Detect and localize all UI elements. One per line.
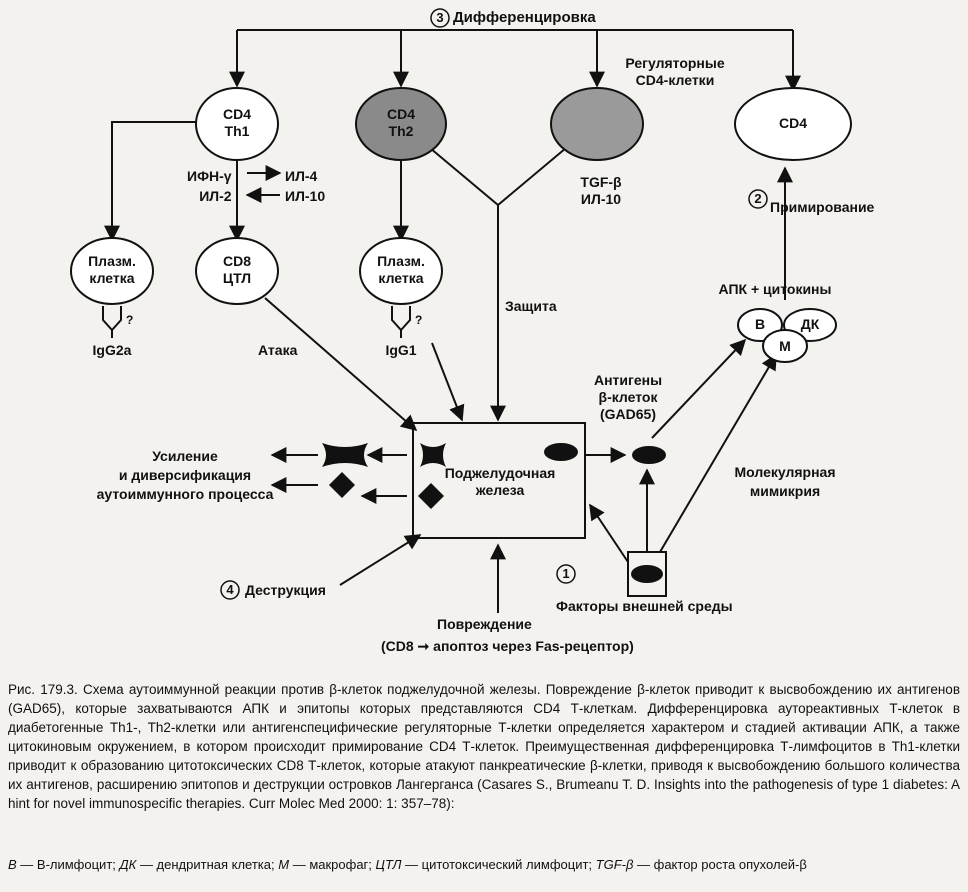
antigens-label: Антигены β-клеток (GAD65) (593, 372, 663, 422)
diff-number: 3 (436, 10, 444, 25)
dk-cell-label: ДК (800, 316, 820, 332)
damage-label: Повреждение (437, 616, 532, 632)
attack-label: Атака (258, 342, 298, 358)
mimicry-label: Молекулярная мимикрия (734, 464, 836, 499)
cross-shape-1 (322, 443, 368, 467)
b-cell-label: В (754, 316, 766, 332)
circle-2 (748, 189, 768, 209)
legend-m-def: — макрофаг; (289, 857, 376, 872)
m-cell (762, 329, 808, 363)
question-1: ? (126, 313, 134, 327)
arrow-env-pancreas (589, 503, 629, 563)
env-factors-label: Факторы внешней среды (556, 598, 733, 614)
cd4-reg-label: CD4 (778, 115, 808, 131)
antigen-in-pancreas (544, 443, 578, 461)
cd4-cell (734, 87, 852, 161)
legend-tgf-abbr: TGF-β (595, 857, 634, 872)
tgf-label: TGF-β ИЛ-10 (580, 174, 622, 207)
arrow-th1-plasma (104, 121, 200, 242)
diamond-shape-1 (329, 472, 355, 498)
diff-title: Дифференцировка (453, 9, 596, 26)
arrow-attack (264, 297, 418, 432)
amplification-label: Усиление и диверсификация аутоиммунного … (96, 448, 274, 502)
m-cell-label: М (779, 338, 791, 354)
plasma-cell-1 (70, 237, 154, 305)
diagram-canvas (70, 8, 852, 613)
destruction-label: Деструкция (245, 582, 326, 598)
cd4-th1-label: CD4 Th1 (222, 106, 252, 139)
cd4-th1-cell (195, 87, 279, 161)
cd4-th2-cell (355, 87, 447, 161)
abbreviation-legend: В — В-лимфоцит; ДК — дендритная клетка; … (8, 856, 960, 874)
damage-detail-label: (CD8 ➞ апоптоз через Fas-рецептор) (381, 638, 634, 654)
legend-dk-abbr: ДК (119, 857, 137, 872)
cytokines-th1-left: ИФН-γ ИЛ-2 (187, 168, 232, 204)
plasma-cell-2-label: Плазм. клетка (377, 253, 425, 286)
legend-ctl-abbr: ЦТЛ (375, 857, 402, 872)
legend-b-abbr: В (8, 857, 17, 872)
igg1-label: IgG1 (385, 342, 417, 358)
legend-b-def: — В-лимфоцит; (16, 857, 120, 872)
priming-label: Примирование (770, 199, 875, 215)
arrow-destruction (339, 534, 422, 586)
figure-caption: Рис. 179.3. Схема аутоиммунной реакции п… (8, 682, 960, 811)
cross-shape-2 (420, 443, 446, 467)
question-2: ? (415, 313, 423, 327)
pancreas-box (412, 422, 586, 539)
antibody-2 (391, 306, 411, 338)
regulatory-label: Регуляторные CD4-клетки (625, 55, 725, 88)
plasma-cell-1-label: Плазм. клетка (88, 253, 136, 286)
arrow-antigen-apc (651, 338, 747, 439)
plasma-cell-2 (359, 237, 443, 305)
diamond-shape-2 (418, 483, 444, 509)
legend-tgf-def: — фактор роста опухолей-β (633, 857, 807, 872)
legend-ctl-def: — цитотоксический лимфоцит; (401, 857, 596, 872)
arrow-igg1 (431, 342, 465, 422)
cd8-cell (195, 237, 279, 305)
env-number: 1 (562, 566, 570, 581)
cd8-label: CD8 ЦТЛ (222, 253, 252, 286)
fork-right (497, 147, 567, 206)
circle-4 (220, 580, 240, 600)
legend-m-abbr: М (278, 857, 290, 872)
fork-left (429, 147, 499, 206)
cd4-th2-label: CD4 Th2 (386, 106, 416, 139)
circle-3 (430, 8, 450, 28)
apc-cytokines-label: АПК + цитокины (718, 281, 832, 297)
regulatory-cell (550, 87, 644, 161)
circle-1 (556, 564, 576, 584)
priming-number: 2 (754, 191, 762, 206)
antibody-1 (102, 306, 122, 338)
pancreas-label: Поджелудочная железа (444, 465, 556, 498)
destruction-number: 4 (226, 582, 234, 597)
legend-dk-def: — дендритная клетка; (136, 857, 279, 872)
arrow-mimicry (659, 353, 777, 553)
protection-label: Защита (505, 298, 557, 314)
igg2a-label: IgG2a (92, 342, 132, 358)
cytokines-th1-right: ИЛ-4 ИЛ-10 (285, 168, 326, 204)
antigen-released (632, 446, 666, 464)
env-antigen (631, 565, 663, 583)
